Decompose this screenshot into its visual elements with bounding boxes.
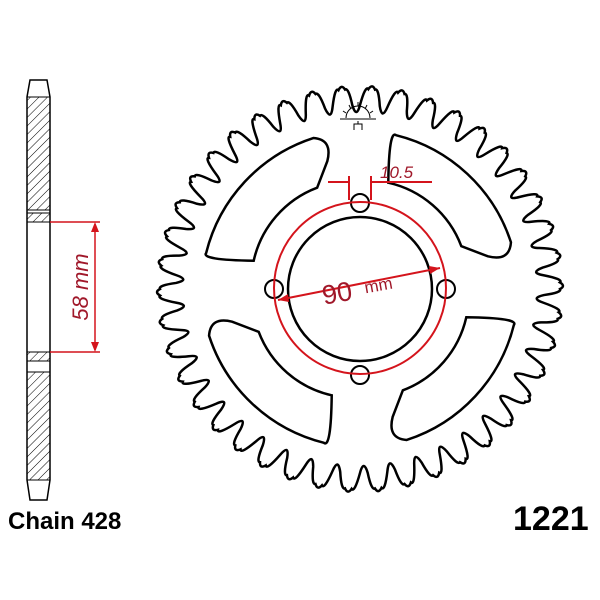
- sprocket-front: [155, 85, 565, 493]
- side-dimension-label: 58 mm: [68, 253, 93, 320]
- dimension-lines: [273, 176, 447, 375]
- bolt-circle-value: 90: [320, 276, 355, 311]
- center-hole: [286, 215, 434, 363]
- lightening-window: [207, 319, 333, 445]
- bolt-circle-unit: mm: [363, 274, 394, 298]
- chain-size-label: Chain 428: [8, 508, 122, 535]
- part-number: 1221: [513, 500, 589, 538]
- lightening-window: [387, 133, 513, 259]
- lightening-window: [204, 136, 330, 262]
- lightening-window: [390, 316, 516, 442]
- side-profile: 58 mm: [26, 79, 100, 501]
- brand-logo-icon: [340, 102, 376, 130]
- thickness-dimension-label: 10.5: [380, 163, 414, 182]
